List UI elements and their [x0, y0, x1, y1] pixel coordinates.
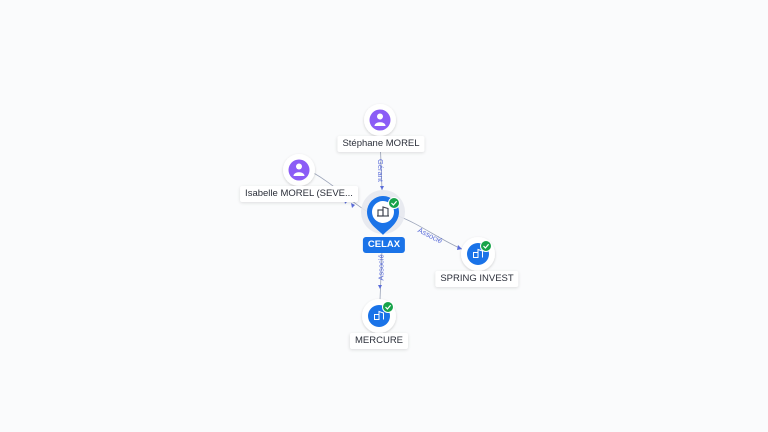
edge-arrow [378, 285, 382, 289]
node-label-celax[interactable]: CELAX [362, 237, 406, 253]
edge-celax-mercure[interactable] [379, 249, 383, 301]
building-icon [374, 310, 384, 320]
edge-celax-spring[interactable] [397, 215, 465, 251]
building-icon [473, 248, 483, 258]
node-label-stephane[interactable]: Stéphane MOREL [337, 136, 425, 152]
node-stephane[interactable] [364, 104, 396, 136]
node-mercure[interactable] [362, 299, 396, 333]
verified-badge-icon [382, 301, 394, 313]
person-icon [293, 163, 305, 176]
edge-label-gerant: Gérant [375, 159, 385, 182]
node-label-isabelle[interactable]: Isabelle MOREL (SEVE... [240, 186, 358, 202]
edge-arrow [457, 245, 462, 250]
edge-arrow [380, 186, 384, 190]
node-label-mercure[interactable]: MERCURE [349, 333, 409, 349]
edge-label-associe-mercure: Associé [376, 254, 386, 281]
verified-badge-icon [388, 197, 400, 209]
node-spring[interactable] [461, 237, 495, 271]
node-label-spring[interactable]: SPRING INVEST [435, 271, 519, 287]
person-icon [374, 113, 386, 126]
edge-arrow [351, 203, 355, 208]
node-celax[interactable] [361, 190, 405, 235]
verified-badge-icon [480, 240, 492, 252]
building-icon [377, 206, 389, 217]
node-isabelle[interactable] [283, 154, 315, 186]
